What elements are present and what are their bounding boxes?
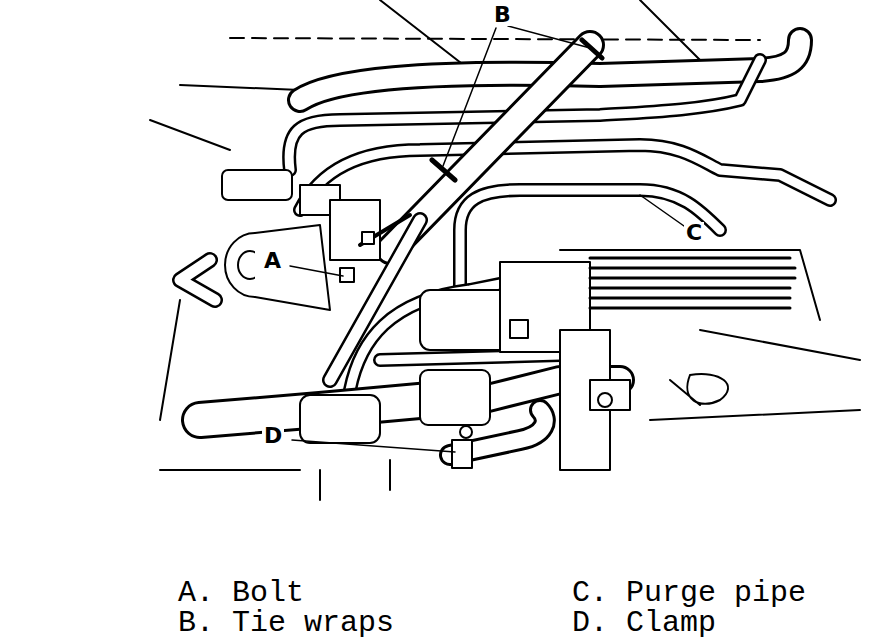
key-entry: A. Bolt: [178, 578, 304, 608]
callout-letter: A: [262, 250, 283, 272]
bolt: [340, 215, 410, 282]
key-entry: D. Clamp: [572, 608, 716, 638]
cylinder: [222, 170, 380, 310]
callout-letter: C: [684, 222, 704, 244]
callout-letter: D: [262, 425, 284, 447]
tie-wrap: [432, 40, 602, 180]
intake-grille: [560, 250, 820, 320]
callout-letter: B: [492, 4, 513, 26]
leader-line: [290, 26, 684, 452]
throttle-body: [300, 262, 630, 470]
filler-cap: [670, 374, 728, 405]
key-entry: C. Purge pipe: [572, 578, 806, 608]
structure-line: [160, 300, 860, 470]
key-entry: B. Tie wraps: [178, 608, 394, 638]
hose-clamp: [452, 426, 472, 468]
hoses: [180, 40, 830, 455]
stud: [320, 460, 390, 500]
